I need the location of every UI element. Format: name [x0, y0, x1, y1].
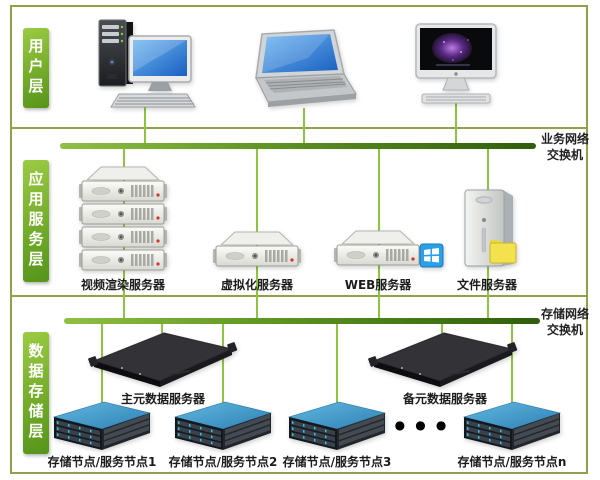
metadata-server-backup-icon — [368, 326, 518, 388]
more-nodes-ellipsis: ● ● ● — [394, 418, 450, 432]
web-server-label: WEB服务器 — [344, 278, 412, 292]
layer-tab-app: 应用服务层 — [23, 160, 49, 282]
line-storage-node-2 — [222, 321, 224, 411]
video-render-server-label: 视频渲染服务器 — [80, 278, 165, 292]
video-render-server-icon — [79, 166, 167, 272]
storage-switch-label-line1: 存储网络 — [540, 307, 589, 321]
imac-icon — [406, 22, 506, 106]
folder-badge — [489, 240, 517, 264]
storage-node-3-label: 存储节点/服务节点3 — [282, 455, 392, 469]
layer-tab-user: 用户层 — [23, 28, 49, 108]
file-server-icon — [457, 188, 521, 272]
virtualization-server-label: 虚拟化服务器 — [220, 278, 293, 292]
virtualization-server-icon — [213, 230, 301, 268]
metadata-server-primary-label: 主元数据服务器 — [120, 392, 205, 406]
metadata-server-backup-label: 备元数据服务器 — [402, 392, 487, 406]
storage-node-3-icon — [287, 398, 387, 453]
business-switch-label-line1: 业务网络 — [540, 132, 589, 146]
line-imac-to-business-bus — [455, 100, 457, 146]
storage-node-2-label: 存储节点/服务节点2 — [168, 455, 278, 469]
line-storage-node-n — [511, 321, 513, 411]
line-storage-node-3 — [336, 321, 338, 411]
laptop-icon — [248, 28, 360, 114]
storage-node-1-label: 存储节点/服务节点1 — [47, 455, 157, 469]
line-laptop-to-business-bus — [303, 108, 305, 146]
storage-node-1-icon — [52, 398, 152, 453]
metadata-server-primary-icon — [88, 326, 238, 388]
desktop-computer-icon — [85, 14, 197, 110]
storage-switch-label: 存储网络 交换机 — [533, 306, 597, 338]
storage-node-n-icon — [462, 398, 562, 453]
layer-tab-storage: 数据存储层 — [23, 332, 49, 454]
storage-node-2-icon — [173, 398, 273, 453]
business-switch-label: 业务网络 交换机 — [533, 131, 597, 163]
web-server-icon — [334, 228, 446, 268]
storage-switch-label-line2: 交换机 — [546, 323, 583, 337]
storage-node-n-label: 存储节点/服务节点n — [457, 455, 567, 469]
storage-network-switch-bus — [64, 318, 540, 324]
line-desktop-to-business-bus — [144, 102, 146, 146]
windows-badge — [419, 243, 444, 268]
business-network-switch-bus — [60, 143, 536, 149]
file-server-label: 文件服务器 — [456, 278, 517, 292]
business-switch-label-line2: 交换机 — [546, 148, 583, 162]
